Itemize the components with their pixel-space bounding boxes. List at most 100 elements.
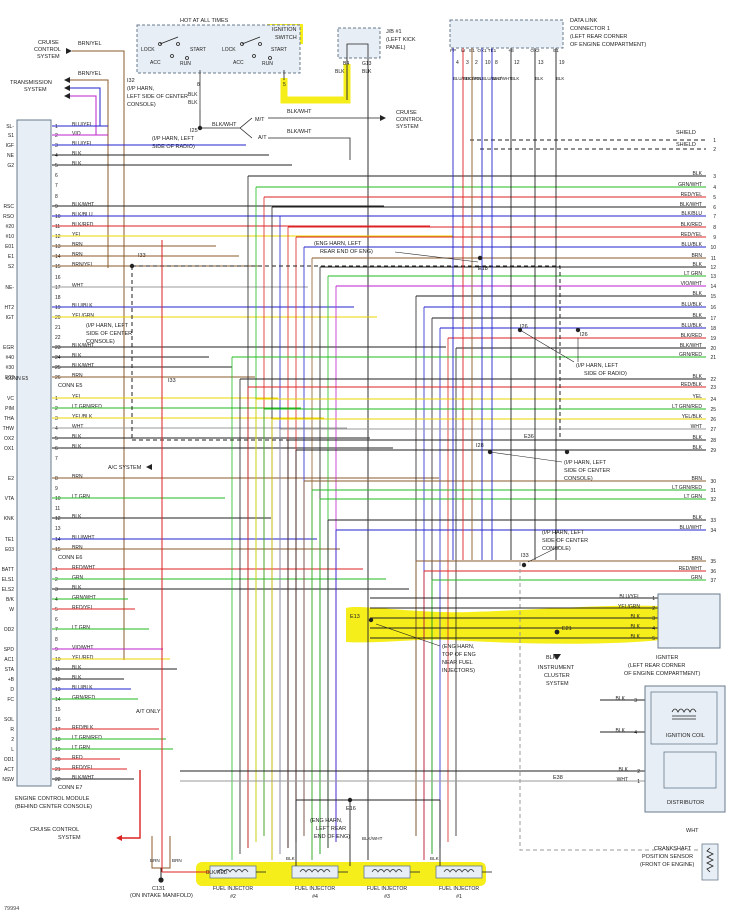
ecm-pin-wire-label: LT GRN/RED xyxy=(72,404,102,410)
right-pin-wire-label: BLU/BLK xyxy=(681,323,702,329)
ecm-pin-label: D xyxy=(10,687,14,693)
right-pin-number: 8 xyxy=(713,225,716,231)
junction-dot xyxy=(129,263,135,269)
igniter-pin-wire-label: YEL/GRN xyxy=(618,604,640,610)
at-only-label: A/T ONLY xyxy=(136,709,161,715)
figure-footer: 79994 xyxy=(4,906,19,912)
igniter-highlight xyxy=(346,605,660,644)
right-pin-wire-label: BLU/WHT xyxy=(680,525,703,531)
trans-label-2: SYSTEM xyxy=(24,87,47,93)
ecm-pin-number: 5 xyxy=(55,163,58,169)
ecm-pin-label: FC xyxy=(7,697,14,703)
i32-note-2: LEFT SIDE OF CENTER xyxy=(127,94,188,100)
ecm-pin-number: 4 xyxy=(55,153,58,159)
dlc-pin-number: 8 xyxy=(495,60,498,66)
ecm-pin-wire-label: BLK/WHT xyxy=(72,343,94,349)
ecm-pin-wire-label: BLK/WHT xyxy=(72,775,94,781)
cruise-label-3: SYSTEM xyxy=(37,54,60,60)
coil-pin-wire-label: BLK xyxy=(616,728,626,734)
junction-dot xyxy=(564,449,570,455)
i33c-note-2: SIDE OF CENTER xyxy=(542,538,588,544)
ecm-pin-wire-label: LT GRN xyxy=(72,494,90,500)
highlights xyxy=(196,24,660,886)
i28-label: I28 xyxy=(476,443,484,449)
e36-label: E36 xyxy=(524,434,534,440)
ecm-pin-label: OD2 xyxy=(4,627,15,633)
e16-junction-dot xyxy=(347,797,353,803)
cps-label-1: CRANKSHAFT xyxy=(654,846,692,852)
dlc-pin-number: 10 xyxy=(485,60,491,66)
ecm-pin-number: 22 xyxy=(55,777,61,783)
left-labels: CRUISE CONTROL SYSTEM BRN/YEL TRANSMISSI… xyxy=(4,40,423,912)
junction-dot xyxy=(521,562,527,568)
ecm-pin-wire-label: BLU/YEL xyxy=(72,141,93,147)
ecm-pin-label: #30 xyxy=(6,365,15,371)
ecm-pin-label: KNK xyxy=(4,516,15,522)
ecm-pin-number: 21 xyxy=(55,325,61,331)
ecm-pin-number: 13 xyxy=(55,687,61,693)
ecm-pin-wire-label: LT GRN xyxy=(72,745,90,751)
e21-wire: BLK xyxy=(546,655,557,661)
ecm-pin-number: 2 xyxy=(55,406,58,412)
i26-note-1: (I/P HARN, LEFT xyxy=(576,363,619,369)
i26b-label: I26 xyxy=(580,332,588,338)
ecm-pin-number: 24 xyxy=(55,355,61,361)
dlc-title2: CONNECTOR 1 xyxy=(570,26,610,32)
dlc-pin-wire-label: BLK xyxy=(511,76,519,81)
dist-pin-wire-label: WHT xyxy=(617,777,628,783)
e13-note-3: NEAR FUEL xyxy=(442,660,473,666)
ecm-pin-number: 11 xyxy=(55,667,60,673)
ecm-pin-number: 9 xyxy=(55,486,58,492)
ecm-pin-number: 4 xyxy=(55,597,58,603)
igniter-box xyxy=(657,593,721,649)
ecm-pin-number: 12 xyxy=(55,677,61,683)
ecm-pin-wire-label: BLK/WHT xyxy=(72,202,94,208)
ecm-pin-label: OD1 xyxy=(4,757,15,763)
right-pin-number: 20 xyxy=(710,346,716,352)
hot-at-all-times-label: HOT AT ALL TIMES xyxy=(180,18,229,24)
ecm-pin-label: S1 xyxy=(8,133,14,139)
dlc-pin-number: 4 xyxy=(456,60,459,66)
ecm-pin-label: IGT xyxy=(6,315,14,321)
igniter-pin-number: 3 xyxy=(652,616,655,622)
ecm-pin-wire-label: GRN xyxy=(72,575,84,581)
ecm-pin-number: 19 xyxy=(55,747,61,753)
ecm-pin-number: 4 xyxy=(55,426,58,432)
i28-note-1: (I/P HARN, LEFT xyxy=(564,460,607,466)
jb-wire-blk1: BLK xyxy=(335,69,345,75)
fuel-injector-coil-icon xyxy=(299,869,331,873)
fuel-injector-coil-icon xyxy=(443,869,475,873)
conn-e5-label: CONN E5 xyxy=(6,376,28,382)
dlc-pin-wire-label: BLU/BLK xyxy=(453,76,471,81)
right-pin-number: 29 xyxy=(710,448,716,454)
jb-label: J/B #1 xyxy=(386,29,402,35)
ecm-pin-number: 7 xyxy=(55,183,58,189)
cruise-label-1: CRUISE xyxy=(38,40,59,46)
right-pin-number: 35 xyxy=(710,559,716,565)
ecm-pin-label: OX1 xyxy=(4,446,14,452)
cruise3-label-2: SYSTEM xyxy=(58,835,81,841)
run-label-2: RUN xyxy=(262,61,273,67)
cluster-label-2: CLUSTER xyxy=(544,673,570,679)
right-pin-wire-label: GRN/RED xyxy=(679,352,702,358)
ecm-pin-label: SPD xyxy=(4,647,15,653)
ecm-pin-wire-label: BRN xyxy=(72,252,83,258)
e16-note-2: LEFT REAR xyxy=(316,826,346,832)
ecm-pin-wire-label: GRN/WHT xyxy=(72,595,96,601)
dlc-pin-number: 19 xyxy=(559,60,565,66)
ecm-pin-number: 18 xyxy=(55,737,61,743)
acc-label-2: ACC xyxy=(233,60,244,66)
e13-note-4: INJECTORS) xyxy=(442,668,475,674)
i33-note-1: (I/P HARN, LEFT xyxy=(86,323,129,329)
e18-note-1: (ENG HARN, LEFT xyxy=(314,241,362,247)
dlc-pin-number: 2 xyxy=(475,60,478,66)
dlc-pin-wire-label: BLU/WHT xyxy=(492,76,512,81)
ecm-pin-number: 6 xyxy=(55,617,58,623)
ecm-pin-wire-label: BLU/BLK xyxy=(72,685,93,691)
dist-pin-wire-label: BLK xyxy=(619,767,629,773)
ecm-pin-wire-label: BLK xyxy=(72,514,82,520)
ecm-pin-number: 15 xyxy=(55,264,61,270)
